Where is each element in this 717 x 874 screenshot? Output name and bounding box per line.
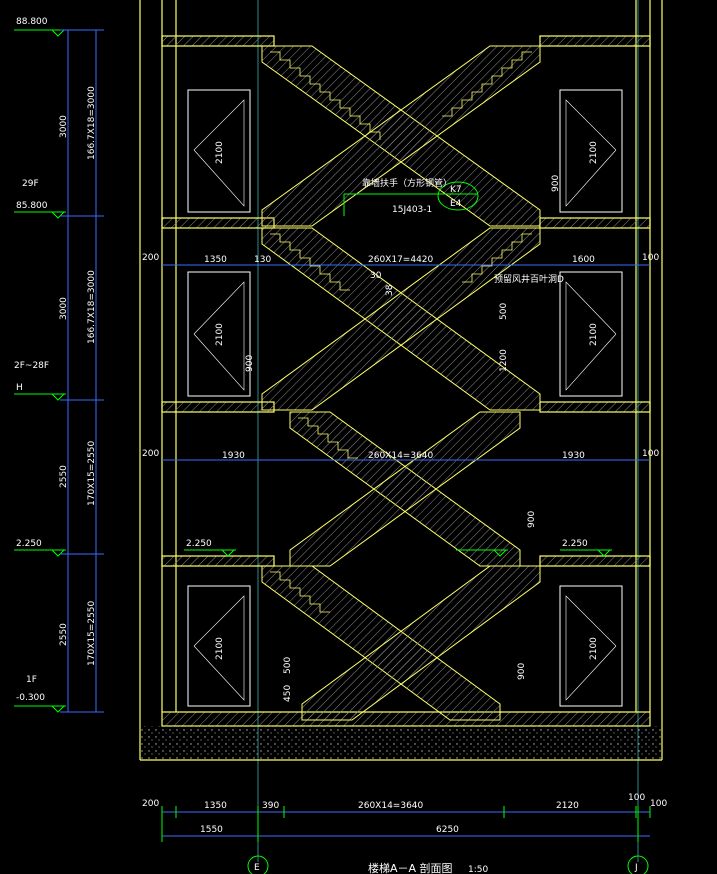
dim-total-6250: 6250: [436, 825, 459, 835]
storey-height-2: 3000: [59, 297, 69, 320]
ground-fill: [140, 726, 662, 760]
riser-note-2: 166.7X18=3000: [87, 270, 97, 344]
handrail-note: 靠墙扶手（方形钢管）: [362, 177, 452, 189]
riser-note-3: 170X15=2550: [87, 440, 97, 506]
drawing-scale: 1:50: [468, 865, 488, 874]
handrail-reference: 15J403-1: [392, 205, 432, 215]
dim-bottom-200: 200: [142, 799, 159, 809]
dim-bottom-100-a: 100: [628, 793, 645, 803]
dim-upper-1600: 1600: [572, 255, 595, 265]
dim-middle-200: 200: [142, 449, 159, 459]
small-dim-500-lower: 500: [283, 657, 293, 674]
dimension-ticks: [161, 806, 651, 842]
level-label-2250: 2.250: [16, 539, 42, 549]
landing-level-right: 2.250: [562, 539, 588, 549]
floor-label-2f-28f: 2F~28F: [14, 361, 49, 371]
window-height-3: 2100: [215, 323, 225, 346]
grid-bubbles: [247, 855, 649, 874]
dim-upper-1350: 1350: [204, 255, 227, 265]
dim-upper-100: 100: [642, 253, 659, 263]
dim-middle-1930-right: 1930: [562, 451, 585, 461]
dim-bottom-run: 260X14=3640: [358, 801, 424, 811]
stair-flights: [261, 45, 541, 721]
level-label-85800: 85.800: [16, 201, 48, 211]
detail-ref-bottom: E4: [450, 199, 462, 209]
small-dim-1200: 1200: [499, 349, 509, 372]
dim-middle-1930-left: 1930: [222, 451, 245, 461]
small-dim-30: 30: [370, 271, 382, 281]
detail-ref-top: K7: [450, 185, 462, 195]
drawing-title: 楼梯A－A 剖面图: [368, 861, 453, 874]
dim-upper-run: 260X17=4420: [368, 255, 434, 265]
reserved-opening-note: 预留风井百叶洞D: [494, 273, 564, 285]
small-dim-500-upper: 500: [499, 303, 509, 320]
dim-bottom-390: 390: [262, 801, 279, 811]
storey-height-3: 2550: [59, 465, 69, 488]
dim-upper-130: 130: [254, 255, 271, 265]
dim-middle-100: 100: [642, 449, 659, 459]
sill-height-1: 900: [551, 175, 561, 192]
handrail-leader: [343, 181, 479, 216]
windows: [187, 89, 623, 707]
level-label-top: 88.800: [16, 17, 48, 27]
dim-bottom-2120: 2120: [556, 801, 579, 811]
floor-label-29f: 29F: [22, 179, 39, 189]
dim-total-1550: 1550: [200, 825, 223, 835]
window-height-1: 2100: [215, 141, 225, 164]
small-dim-38: 38: [385, 284, 395, 296]
dim-middle-run: 260X14=3640: [368, 451, 434, 461]
window-height-6: 2100: [589, 637, 599, 660]
sill-height-2: 900: [245, 355, 255, 372]
window-height-4: 2100: [589, 323, 599, 346]
dim-bottom-1350: 1350: [204, 801, 227, 811]
level-markers: [14, 29, 612, 713]
sill-height-4: 900: [517, 663, 527, 680]
level-label-h: H: [16, 383, 23, 393]
storey-height-1: 3000: [59, 115, 69, 138]
storey-height-4: 2550: [59, 623, 69, 646]
landing-level-left: 2.250: [186, 539, 212, 549]
horizontal-dimension-lines: [162, 264, 650, 837]
small-dim-450: 450: [283, 685, 293, 702]
window-height-2: 2100: [589, 141, 599, 164]
riser-note-4: 170X15=2550: [87, 600, 97, 666]
window-opening-marks: [193, 99, 617, 701]
vertical-dimension-lines: [60, 29, 104, 713]
level-label-minus-0300: -0.300: [16, 693, 45, 703]
grid-axis-e: E: [254, 863, 260, 873]
dim-upper-200: 200: [142, 253, 159, 263]
sill-height-3: 900: [527, 511, 537, 528]
floor-slabs: [161, 35, 651, 727]
window-height-5: 2100: [215, 637, 225, 660]
stair-nosings: [270, 51, 532, 613]
floor-label-1f: 1F: [26, 675, 37, 685]
dim-bottom-100-b: 100: [650, 799, 667, 809]
riser-note-1: 166.7X18=3000: [87, 86, 97, 160]
grid-axis-j: J: [634, 863, 638, 873]
